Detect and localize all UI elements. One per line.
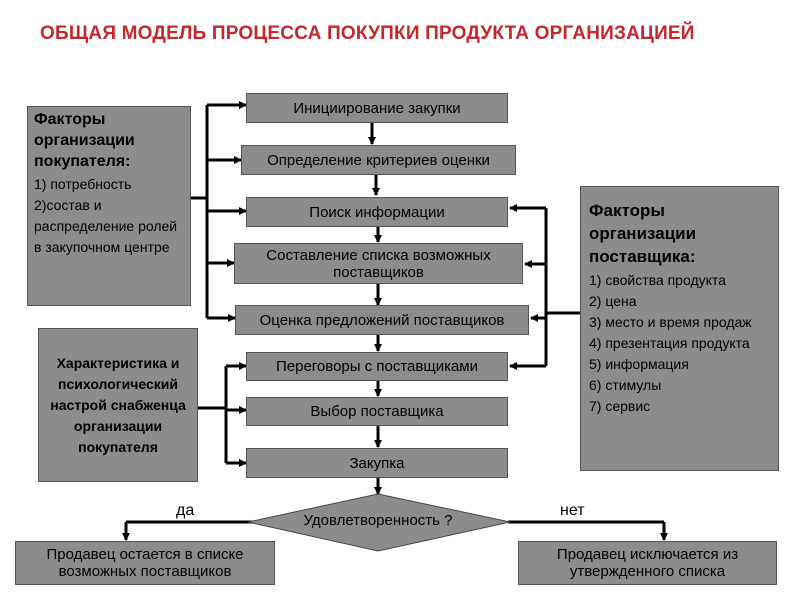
supplier-factor-item: 1) свойства продукта xyxy=(589,272,726,288)
buyer-factor-item: 2)состав и распределение ролей в закупоч… xyxy=(34,197,178,255)
supplier-factors-box: Факторы организации поставщика: 1) свойс… xyxy=(580,186,779,471)
supplier-factor-item: 6) стимулы xyxy=(589,377,662,393)
decision-diamond-shape xyxy=(247,493,511,552)
buyer-factors-heading: Факторы организации покупателя: xyxy=(34,111,135,170)
supplier-factor-item: 4) презентация продукта xyxy=(589,335,750,351)
step-criteria: Определение критериев оценки xyxy=(241,145,516,175)
step-negotiation: Переговоры с поставщиками xyxy=(246,352,508,381)
buyer-factors-box: Факторы организации покупателя: 1) потре… xyxy=(27,106,191,306)
decision-label: Удовлетворенность ? xyxy=(303,512,453,529)
step-purchase: Закупка xyxy=(246,448,508,478)
supplier-factor-item: 7) сервис xyxy=(589,398,651,414)
supplier-factors-heading: Факторы организации поставщика: xyxy=(589,201,697,266)
step-search: Поиск информации xyxy=(246,197,508,227)
supplier-factor-item: 2) цена xyxy=(589,293,637,309)
buyer-factor-item: 1) потребность xyxy=(34,176,132,192)
no-label: нет xyxy=(560,502,585,519)
step-selection: Выбор поставщика xyxy=(246,397,508,426)
step-evaluation: Оценка предложений поставщиков xyxy=(235,305,529,335)
slide-title: ОБЩАЯ МОДЕЛЬ ПРОЦЕССА ПОКУПКИ ПРОДУКТА О… xyxy=(40,23,695,44)
psych-characteristics-box: Характеристика и психологический настрой… xyxy=(38,328,198,482)
outcome-yes-box: Продавец остается в списке возможных пос… xyxy=(15,541,275,585)
outcome-no-box: Продавец исключается из утвержденного сп… xyxy=(518,541,777,585)
supplier-factor-item: 5) информация xyxy=(589,356,689,372)
step-shortlist: Составление списка возможных поставщиков xyxy=(234,243,523,284)
yes-label: да xyxy=(176,502,195,519)
supplier-factor-item: 3) место и время продаж xyxy=(589,314,752,330)
step-initiation: Инициирование закупки xyxy=(246,93,508,123)
